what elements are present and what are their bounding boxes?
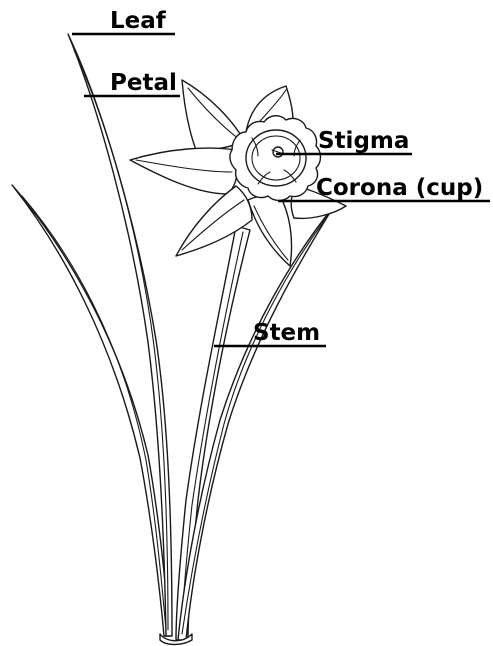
petal-left	[130, 148, 238, 194]
corona-label: Corona (cup)	[316, 175, 483, 201]
petal-bottom	[248, 195, 292, 266]
corona-inner-rim	[246, 130, 306, 186]
stigma-label: Stigma	[318, 128, 409, 154]
left-leaf	[12, 185, 170, 636]
petal-label: Petal	[110, 70, 177, 96]
leaf-label: Leaf	[110, 8, 167, 34]
stem-label: Stem	[253, 320, 320, 346]
